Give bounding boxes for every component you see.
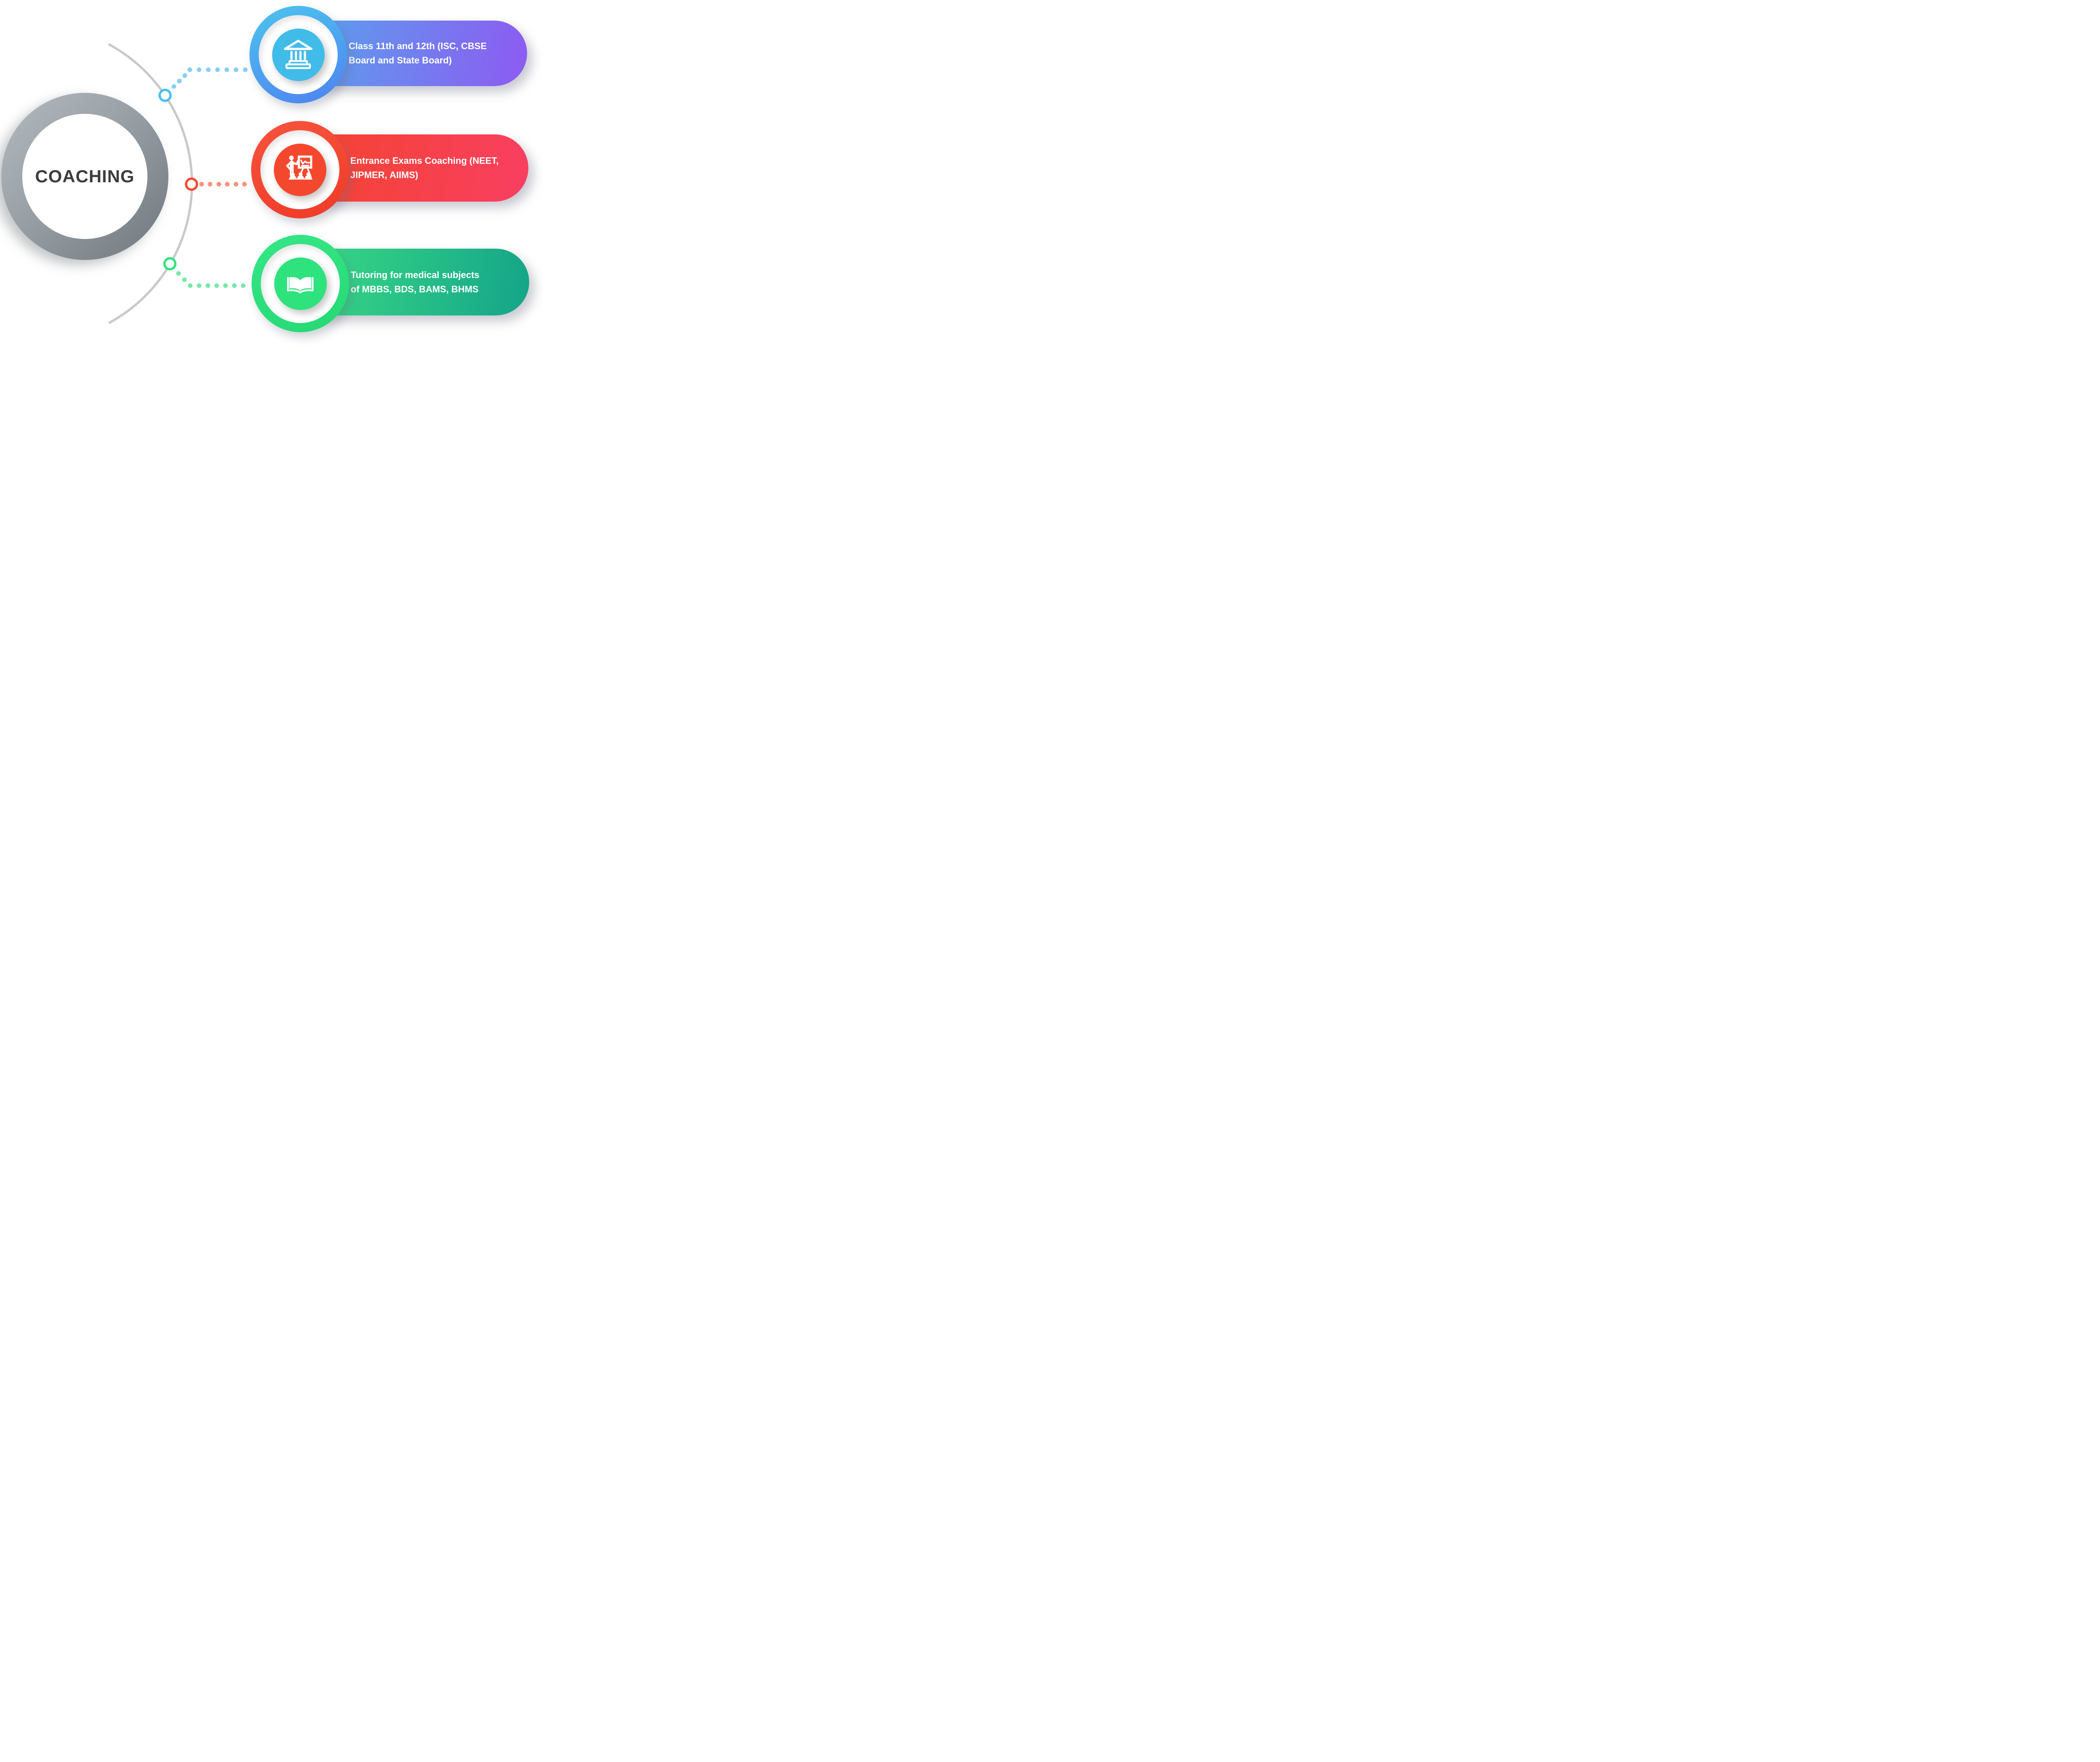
dotted-line-green: [176, 271, 246, 288]
connector-decor: [108, 43, 248, 324]
center-label: COACHING: [35, 166, 135, 186]
coaching-infographic: COACHING Class 11th and 12th (ISC, CBSE …: [0, 0, 543, 441]
node-ring-red: [185, 177, 198, 191]
center-circle: COACHING: [1, 93, 168, 260]
dotted-line-red: [199, 182, 247, 186]
dotted-line-blue: [171, 67, 248, 89]
center-circle-inner: COACHING: [22, 114, 147, 239]
node-ring-blue: [158, 89, 172, 102]
node-ring-green: [163, 257, 177, 270]
